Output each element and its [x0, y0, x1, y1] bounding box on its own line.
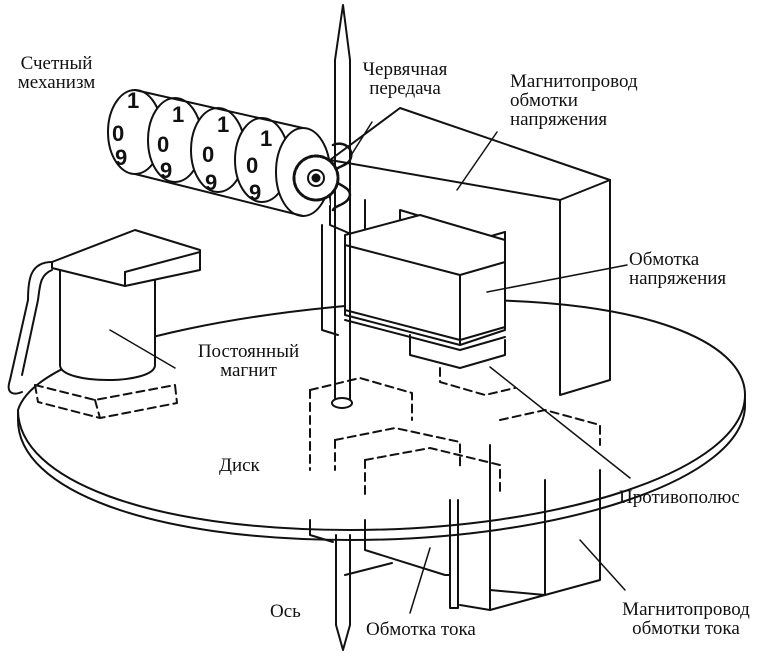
label-permanent-magnet-line1: Постоянный	[197, 341, 300, 362]
drum-2-bot: 9	[160, 158, 172, 183]
label-worm-gear-line2: передача	[369, 78, 441, 99]
drum-2-mid: 0	[157, 132, 169, 157]
label-counter-pole: Противополюс	[619, 487, 740, 508]
label-current-coil: Обмотка тока	[366, 619, 476, 640]
label-voltage-core-line3: напряжения	[510, 109, 608, 130]
axis	[321, 4, 353, 651]
drum-1-top: 1	[127, 88, 139, 113]
label-voltage-core: Магнитопровод обмотки напряжения	[510, 72, 638, 129]
gear	[292, 154, 340, 202]
label-voltage-coil: Обмотка напряжения	[629, 250, 726, 288]
permanent-magnet	[7, 229, 201, 419]
drum-3-top: 1	[217, 112, 229, 137]
drum-4-mid: 0	[246, 153, 258, 178]
drum-3-bot: 9	[205, 170, 217, 195]
label-counter-line2: механизм	[17, 72, 96, 93]
drum-1-bot: 9	[115, 145, 127, 170]
drum-1-mid: 0	[112, 121, 124, 146]
label-permanent-magnet-line2: магнит	[220, 360, 277, 381]
current-coil	[309, 499, 459, 609]
label-current-core-line2: обмотки тока	[632, 618, 740, 639]
label-permanent-magnet: Постоянный магнит	[176, 342, 321, 380]
label-current-core: Магнитопровод обмотки тока	[596, 600, 776, 638]
label-current-core-line1: Магнитопровод	[622, 599, 750, 620]
label-counter-line1: Счетный	[20, 53, 93, 74]
counter-drums	[107, 89, 331, 217]
label-worm-gear: Червячная передача	[360, 60, 450, 98]
drum-3-mid: 0	[202, 142, 214, 167]
current-core	[459, 444, 601, 611]
voltage-coil	[344, 214, 506, 369]
label-voltage-core-line2: обмотки	[510, 90, 578, 111]
label-voltage-core-line1: Магнитопровод	[510, 71, 638, 92]
leader-lines	[109, 121, 631, 614]
drum-4-bot: 9	[249, 180, 261, 205]
label-voltage-coil-line1: Обмотка	[629, 249, 700, 270]
label-axis: Ось	[270, 601, 301, 622]
label-disk: Диск	[219, 455, 260, 476]
counter-digits: 1 0 9 1 0 9 1 0 9 1 0 9	[112, 88, 272, 205]
label-counter: Счетный механизм	[4, 54, 109, 92]
drum-2-top: 1	[172, 102, 184, 127]
drum-4-top: 1	[260, 126, 272, 151]
label-voltage-coil-line2: напряжения	[629, 268, 727, 289]
label-worm-gear-line1: Червячная	[362, 59, 448, 80]
